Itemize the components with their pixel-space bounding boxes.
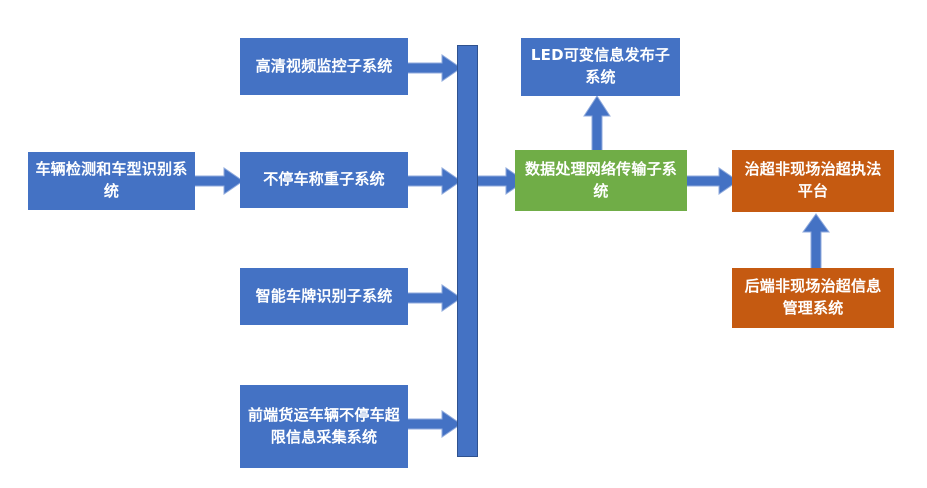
node-front-end-collection[interactable]: 前端货运车辆不停车超限信息采集系统 <box>240 385 408 468</box>
aggregation-bus-bar <box>457 45 478 457</box>
arrow-backend-to-platform <box>802 213 830 271</box>
node-license-plate-recognition-label: 智能车牌识别子系统 <box>255 286 393 305</box>
arrow-video-to-bus <box>405 54 462 82</box>
node-video-surveillance[interactable]: 高清视频监控子系统 <box>240 38 408 95</box>
node-vehicle-detection[interactable]: 车辆检测和车型识别系统 <box>28 152 195 210</box>
node-vehicle-detection-label: 车辆检测和车型识别系统 <box>35 160 188 200</box>
node-backend-management-label: 后端非现场治超信息管理系统 <box>744 277 882 317</box>
node-front-end-collection-label: 前端货运车辆不停车超限信息采集系统 <box>247 405 400 446</box>
node-enforcement-platform[interactable]: 治超非现场治超执法平台 <box>732 150 894 212</box>
node-backend-management[interactable]: 后端非现场治超信息管理系统 <box>732 268 894 328</box>
arrow-plate-to-bus <box>405 284 462 312</box>
arrow-data-to-platform <box>685 167 739 195</box>
arrow-frontend-to-bus <box>405 410 462 438</box>
node-weigh-in-motion[interactable]: 不停车称重子系统 <box>240 152 408 208</box>
node-data-processing-label: 数据处理网络传输子系统 <box>524 159 677 200</box>
node-data-processing[interactable]: 数据处理网络传输子系统 <box>515 150 687 211</box>
arrow-weighing-to-bus <box>405 167 462 195</box>
arrow-detection-to-weighing <box>192 167 244 195</box>
node-led-display[interactable]: LED可变信息发布子系统 <box>521 38 680 96</box>
node-weigh-in-motion-label: 不停车称重子系统 <box>263 170 385 189</box>
node-license-plate-recognition[interactable]: 智能车牌识别子系统 <box>240 268 408 325</box>
node-led-display-label: LED可变信息发布子系统 <box>530 46 671 86</box>
node-video-surveillance-label: 高清视频监控子系统 <box>255 56 393 75</box>
node-enforcement-platform-label: 治超非现场治超执法平台 <box>744 160 882 200</box>
